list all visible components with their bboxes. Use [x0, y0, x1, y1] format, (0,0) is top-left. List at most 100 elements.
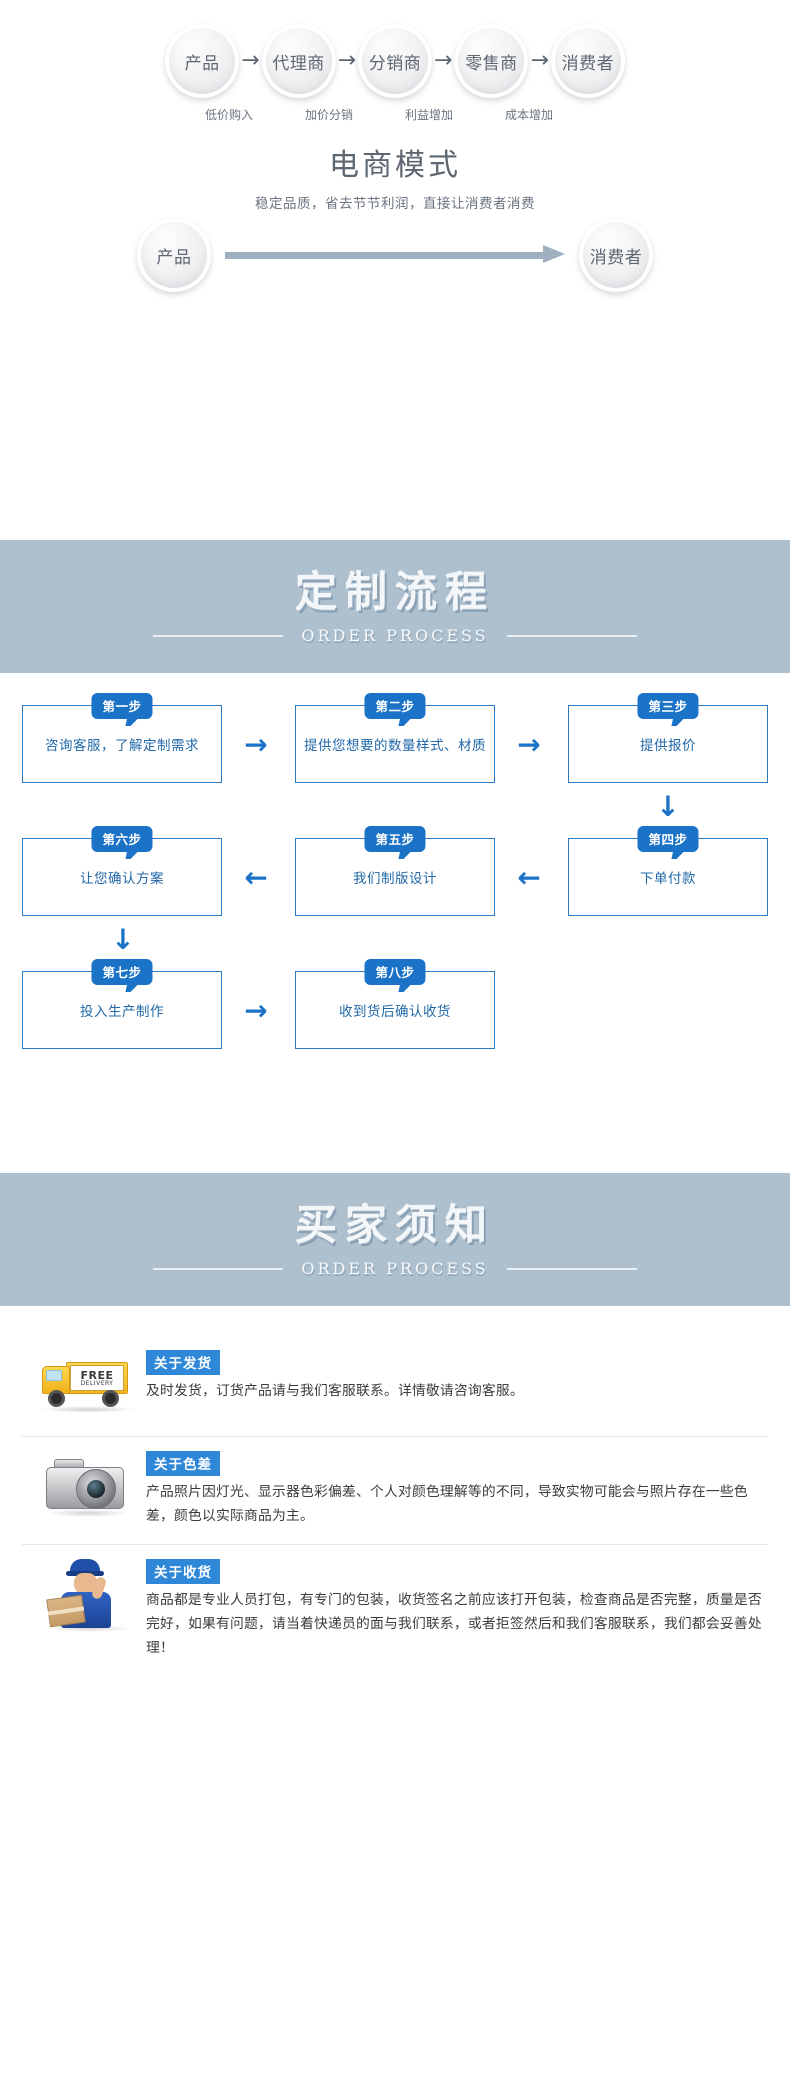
notice-body: 关于色差 产品照片因灯光、显示器色彩偏差、个人对颜色理解等的不同，导致实物可能会…: [140, 1449, 768, 1528]
notice-body: 关于发货 及时发货，订货产品请与我们客服联系。详情敬请咨询客服。: [140, 1348, 768, 1404]
direct-node-label: 消费者: [589, 247, 643, 268]
icon-shadow: [48, 1625, 132, 1633]
flow-arrow-down-icon: ↓: [111, 923, 135, 956]
camera-icon: [46, 1455, 130, 1517]
chain-caption: 低价购入: [204, 108, 253, 122]
flow-step-text: 我们制版设计: [353, 870, 437, 887]
buyer-notice-banner: 买家须知 ORDER PROCESS: [0, 1173, 790, 1306]
banner-title: 买家须知: [294, 1200, 495, 1249]
flow-step-text: 咨询客服，了解定制需求: [45, 737, 199, 754]
flow-step-tag: 第二步: [364, 693, 426, 719]
courier-face: [74, 1573, 97, 1596]
flow-step-tag: 第一步: [91, 693, 153, 719]
flow-step-text: 提供您想要的数量样式、材质: [304, 737, 486, 754]
truck-wheel-rear: [102, 1390, 119, 1407]
direct-node-product: 产品: [137, 218, 211, 292]
divider-line-right: [506, 1267, 637, 1270]
flow-step-tag: 第六步: [91, 826, 153, 852]
chain-node-label: 零售商: [465, 53, 518, 74]
truck-label-sub: DELIVERY: [80, 1379, 114, 1387]
flow-step-5[interactable]: 第五步 我们制版设计: [295, 826, 495, 916]
chain-node-retailer: 零售商: [454, 24, 529, 98]
arrow-shaft: [225, 252, 545, 259]
chain-node-label: 分销商: [368, 53, 422, 74]
notice-badge: 关于发货: [146, 1350, 220, 1375]
divider-line-left: [153, 1267, 284, 1270]
chain-arrow-icon: →: [530, 48, 549, 73]
notice-item-color: 关于色差 产品照片因灯光、显示器色彩偏差、个人对颜色理解等的不同，导致实物可能会…: [22, 1437, 768, 1546]
notice-body: 关于收货 商品都是专业人员打包，有专门的包装，收货签名之前应该打开包装，检查商品…: [140, 1557, 768, 1660]
direct-node-consumer: 消费者: [579, 218, 653, 292]
notice-icon-cell: FREE DELIVERY: [22, 1348, 140, 1420]
divider-line-right: [506, 634, 637, 637]
chain-caption: 成本增加: [504, 108, 553, 122]
chain-node-label: 产品: [184, 53, 220, 74]
flow-step-text: 提供报价: [640, 737, 696, 754]
notice-icon-cell: [22, 1449, 140, 1521]
flow-arrow-left-icon: ←: [244, 861, 268, 894]
arrow-head: [543, 245, 565, 263]
flow-step-2[interactable]: 第二步 提供您想要的数量样式、材质: [295, 693, 495, 783]
notice-badge: 关于收货: [146, 1559, 220, 1585]
flow-step-8[interactable]: 第八步 收到货后确认收货: [295, 959, 495, 1049]
flow-step-tag: 第三步: [637, 693, 699, 719]
flow-step-4[interactable]: 第四步 下单付款: [568, 826, 768, 916]
notice-item-shipping: FREE DELIVERY 关于发货 及时发货，订货产品请与我们客服联系。详情敬…: [22, 1336, 768, 1437]
chain-node-product: 产品: [165, 24, 240, 98]
chain-node-distributor: 分销商: [358, 24, 432, 98]
notice-icon-cell: [22, 1557, 140, 1633]
flow-step-tag: 第五步: [364, 826, 426, 852]
banner-title: 定制流程: [294, 567, 495, 616]
spacer: [579, 106, 611, 123]
flow-step-text: 投入生产制作: [80, 1003, 164, 1020]
flow-step-3[interactable]: 第三步 提供报价: [568, 693, 768, 783]
ecommerce-mode-subtitle: 稳定品质，省去节节利润，直接让消费者消费: [255, 196, 535, 212]
delivery-truck-icon: FREE DELIVERY: [40, 1356, 136, 1414]
flow-step-tag: 第四步: [637, 826, 699, 852]
chain-arrow-icon: →: [434, 48, 453, 73]
flow-step-text: 下单付款: [640, 870, 696, 887]
banner-subtitle: ORDER PROCESS: [301, 626, 489, 645]
chain-node-agent: 代理商: [261, 24, 336, 98]
chain-node-label: 代理商: [272, 53, 325, 74]
banner-subtitle: ORDER PROCESS: [301, 1259, 489, 1278]
distribution-chain-section: 产品 → 代理商 → 分销商 → 零售商 → 消费者 低价购入 加价分销 利益增…: [0, 0, 790, 540]
flow-step-text: 让您确认方案: [80, 870, 164, 887]
flow-arrow-down-icon: ↓: [656, 790, 680, 823]
flow-step-1[interactable]: 第一步 咨询客服，了解定制需求: [22, 693, 222, 783]
direct-node-label: 产品: [156, 247, 192, 268]
flow-arrow-left-icon: ←: [517, 861, 541, 894]
chain-arrow-icon: →: [241, 48, 260, 73]
flow-step-text: 收到货后确认收货: [339, 1003, 451, 1020]
long-arrow-icon: [225, 245, 565, 263]
flow-step-6[interactable]: 第六步 让您确认方案: [22, 826, 222, 916]
camera-glass: [87, 1480, 105, 1498]
courier-cap: [70, 1559, 100, 1574]
notice-item-receiving: 关于收货 商品都是专业人员打包，有专门的包装，收货签名之前应该打开包装，检查商品…: [22, 1545, 768, 1676]
buyer-notice-list: FREE DELIVERY 关于发货 及时发货，订货产品请与我们客服联系。详情敬…: [0, 1306, 790, 1747]
divider-line-left: [153, 634, 284, 637]
order-process-flowchart: 第一步 咨询客服，了解定制需求 → 第二步 提供您想要的数量样式、材质 → 第三…: [0, 673, 790, 1173]
truck-label: FREE DELIVERY: [70, 1365, 124, 1391]
notice-text: 产品照片因灯光、显示器色彩偏差、个人对颜色理解等的不同，导致实物可能会与照片存在…: [146, 1484, 748, 1524]
truck-wheel-front: [48, 1390, 65, 1407]
truck-window: [46, 1370, 62, 1381]
banner-subtitle-row: ORDER PROCESS: [0, 626, 790, 645]
notice-badge: 关于色差: [146, 1451, 220, 1476]
flow-arrow-right-icon: →: [244, 728, 268, 761]
icon-shadow: [40, 1406, 136, 1413]
flow-step-tag: 第七步: [91, 959, 153, 985]
chain-node-consumer: 消费者: [550, 24, 625, 98]
courier-icon: [46, 1559, 132, 1633]
product-detail-page: 产品 → 代理商 → 分销商 → 零售商 → 消费者 低价购入 加价分销 利益增…: [0, 0, 790, 1747]
flow-step-tag: 第八步: [364, 959, 426, 985]
ecommerce-mode-title: 电商模式: [329, 148, 461, 183]
flow-step-7[interactable]: 第七步 投入生产制作: [22, 959, 222, 1049]
direct-chain-row: 产品 消费者: [0, 218, 790, 292]
chain-arrow-icon: →: [337, 48, 356, 73]
chain-caption: 利益增加: [404, 108, 453, 122]
traditional-chain-row: 产品 → 代理商 → 分销商 → 零售商 → 消费者: [0, 24, 790, 98]
flow-arrow-right-icon: →: [517, 728, 541, 761]
truck-label-main: FREE: [80, 1368, 114, 1382]
flow-arrow-right-icon: →: [244, 994, 268, 1027]
